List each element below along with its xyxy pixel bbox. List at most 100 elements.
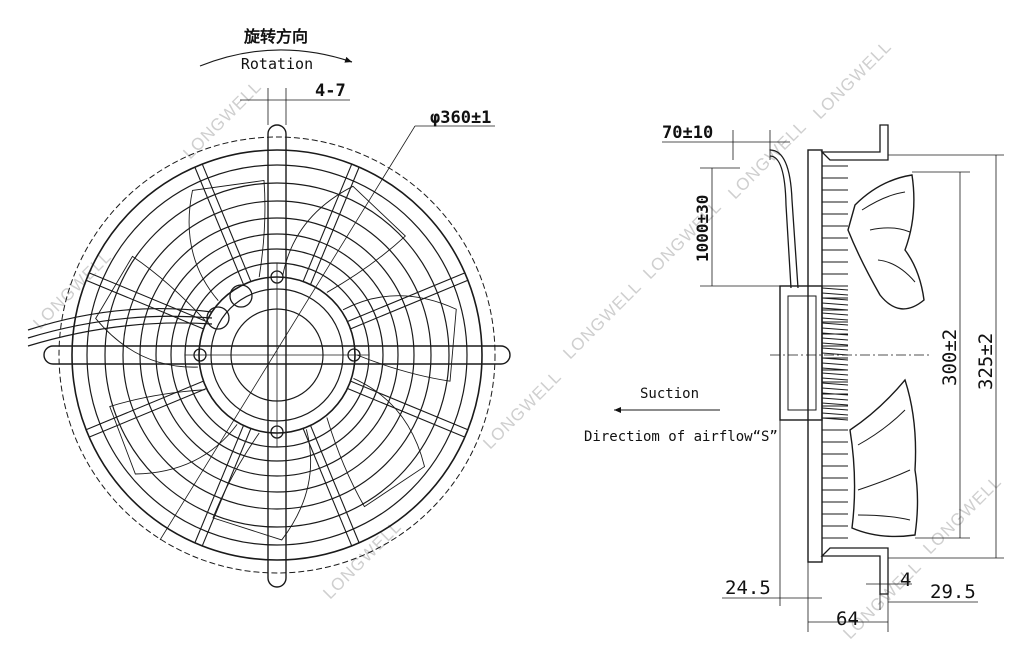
- cooling-fin: [821, 392, 849, 396]
- bolt-top: [270, 270, 284, 284]
- strut-1-a: [347, 388, 466, 438]
- strut-1-b: [350, 380, 469, 431]
- strut-4-a: [85, 380, 204, 431]
- cooling-fin: [821, 417, 849, 421]
- dim-rear-label: 29.5: [930, 581, 976, 603]
- watermark-2: LONGWELL: [29, 247, 115, 333]
- fan-blade-6: [188, 179, 266, 301]
- grille-rim: [71, 149, 483, 561]
- dim-diameter-label: φ360±1: [430, 108, 491, 128]
- side-view: 70±10 1000±30 300±2 325±2 24.5 64 4 29.5: [662, 123, 1004, 632]
- bolt-right: [347, 348, 361, 362]
- fan-blade-3: [212, 429, 312, 541]
- cooling-fin: [821, 337, 849, 341]
- watermark-5: LONGWELL: [559, 277, 645, 363]
- outer-diameter-circle: [58, 136, 496, 574]
- cable-gland-1: [229, 284, 253, 308]
- support-struts: [85, 163, 469, 547]
- cooling-fin: [821, 342, 849, 346]
- dim-flange-label: 4: [900, 569, 911, 591]
- side-blade-lower-inner: [857, 409, 911, 521]
- rotation-label-en: Rotation: [241, 55, 313, 73]
- fan-blade-4: [109, 389, 238, 475]
- watermark-3: LONGWELL: [319, 517, 405, 603]
- cooling-fin: [821, 357, 849, 361]
- side-grille-guard: [807, 149, 823, 563]
- cooling-fin: [821, 307, 849, 311]
- rotation-label-cn: 旋转方向: [243, 27, 308, 46]
- cooling-fin: [821, 312, 849, 316]
- rotation-arrow: [199, 49, 353, 67]
- cooling-fin: [821, 397, 849, 401]
- strut-8-b: [347, 272, 466, 322]
- watermark-7: LONGWELL: [724, 117, 810, 203]
- side-motor-cooling-fins: [821, 287, 849, 421]
- strut-2-b: [310, 425, 360, 544]
- side-motor-cap: [787, 295, 817, 411]
- strut-7-a: [310, 166, 360, 285]
- cooling-fin: [821, 407, 849, 411]
- bolt-left: [193, 348, 207, 362]
- strut-2-a: [302, 428, 353, 547]
- dim-front-offset-label: 24.5: [725, 577, 771, 599]
- front-view: 旋转方向 Rotation 4-7: [27, 27, 511, 588]
- cooling-fin: [821, 382, 849, 386]
- side-cable: [769, 149, 799, 289]
- grille-ring-6: [170, 248, 384, 462]
- strut-7-b: [302, 163, 353, 282]
- side-blade-lower: [849, 378, 919, 538]
- cooling-fin: [821, 302, 849, 306]
- side-blade-upper: [847, 174, 925, 310]
- lead-wire-2: [27, 315, 213, 339]
- side-cable-2: [769, 155, 792, 289]
- cooling-fin: [821, 402, 849, 406]
- airflow-direction-label: Directiom of airflow“S”: [584, 429, 778, 445]
- strut-6-a: [201, 163, 252, 282]
- cooling-fin: [821, 327, 849, 331]
- cooling-fin: [821, 372, 849, 376]
- strut-6-b: [194, 166, 244, 285]
- cooling-fin: [821, 332, 849, 336]
- cooling-fin: [821, 367, 849, 371]
- cooling-fin: [821, 347, 849, 351]
- airflow-note: Suction Directiom of airflow“S”: [584, 386, 778, 445]
- dim-overall-height-label: 325±2: [975, 333, 997, 390]
- lead-wire-3: [27, 322, 213, 347]
- lead-wire-1: [27, 307, 213, 331]
- strut-4-b: [88, 388, 207, 438]
- watermark-9: LONGWELL: [919, 472, 1005, 558]
- side-venturi-ring-bottom: [820, 547, 889, 595]
- cooling-fin: [821, 412, 849, 416]
- dim-diameter-leader: [159, 125, 416, 541]
- side-blade-upper-inner: [861, 191, 916, 283]
- fan-blade-1: [342, 295, 457, 382]
- watermarks: LONGWELL LONGWELL LONGWELL LONGWELL LONG…: [29, 37, 1005, 643]
- strut-3-a: [194, 425, 244, 544]
- cooling-fin: [821, 317, 849, 321]
- cooling-fin: [821, 297, 849, 301]
- watermark-8: LONGWELL: [809, 37, 895, 123]
- grille-ring-5: [155, 233, 399, 477]
- dim-gap-label: 4-7: [315, 81, 346, 101]
- cooling-fin: [821, 287, 849, 291]
- mount-bar-vertical: [267, 124, 287, 588]
- dim-blade-height-label: 300±2: [939, 329, 961, 386]
- watermark-6: LONGWELL: [639, 197, 725, 283]
- side-venturi-ring: [820, 124, 889, 161]
- grille-ring-3: [122, 200, 432, 510]
- fan-blade-2: [326, 378, 426, 508]
- cooling-fin: [821, 362, 849, 366]
- cooling-fin: [821, 322, 849, 326]
- cooling-fin: [821, 377, 849, 381]
- grille-ring-2: [104, 182, 450, 528]
- cooling-fin: [821, 292, 849, 296]
- grille-rings: [86, 164, 468, 546]
- side-grille-fins: [822, 165, 848, 539]
- grille-ring-1: [86, 164, 468, 546]
- fan-blade-7: [282, 185, 406, 293]
- suction-label: Suction: [640, 386, 699, 402]
- watermark-4: LONGWELL: [479, 367, 565, 453]
- dim-cable-length-label: 1000±30: [693, 195, 712, 262]
- strut-5-b: [85, 279, 204, 330]
